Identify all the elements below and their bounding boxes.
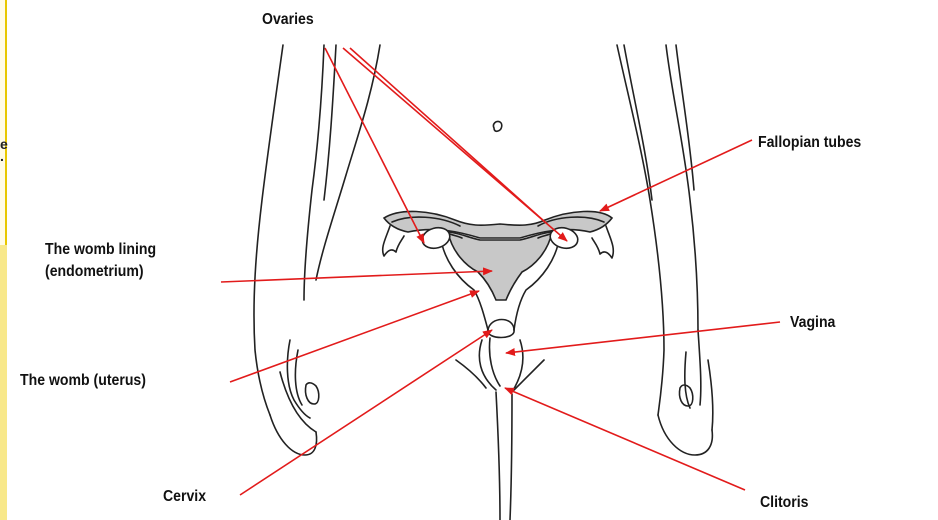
uterus-and-tubes <box>383 211 614 392</box>
label-clitoris: Clitoris <box>760 493 809 512</box>
body-outline <box>254 45 713 520</box>
leader-vagina <box>506 322 780 353</box>
label-vagina: Vagina <box>790 313 835 332</box>
label-endometrium: (endometrium) <box>45 262 144 281</box>
leader-cervix <box>240 330 492 495</box>
label-fallopian-tubes: Fallopian tubes <box>758 133 861 152</box>
leader-fallopian-tubes <box>600 140 752 211</box>
label-cervix: Cervix <box>163 487 206 506</box>
label-womb-lining: The womb lining <box>45 240 156 259</box>
label-womb: The womb (uterus) <box>20 371 146 390</box>
leader-womb-lining <box>221 271 492 282</box>
leader-clitoris <box>505 388 745 490</box>
leader-ovaries-tube <box>350 48 545 222</box>
label-ovaries: Ovaries <box>262 10 314 29</box>
leader-womb <box>230 291 479 382</box>
